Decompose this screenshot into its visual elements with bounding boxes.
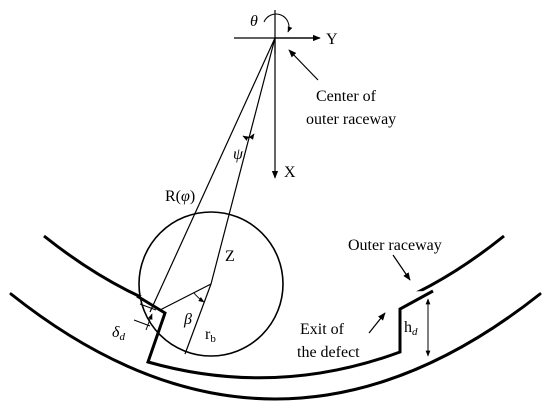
theta-label: θ: [250, 13, 258, 30]
center-label-line2: outer raceway: [306, 111, 396, 128]
psi-label: ψ: [233, 146, 244, 163]
z-label: Z: [225, 248, 235, 265]
exit-defect-line1: Exit of: [300, 321, 345, 338]
outer-raceway-pointer: [392, 254, 411, 281]
x-axis-label: X: [284, 164, 296, 181]
ball-radius-line: [184, 283, 212, 355]
outer-raceway-outer-arc: [9, 292, 542, 401]
theta-arc: [263, 13, 293, 33]
beta-arc: [193, 292, 205, 303]
beta-label: β: [183, 311, 192, 328]
y-axis-label: Y: [326, 31, 338, 48]
r-b-label: rb: [205, 326, 216, 345]
radius-r-phi-line: [149, 37, 276, 313]
delta-d-tick-1: [133, 319, 151, 327]
outer-raceway-label: Outer raceway: [348, 237, 442, 254]
ball-center-line: [210, 37, 276, 285]
center-label-line1: Center of: [316, 88, 377, 105]
psi-arc: [242, 133, 255, 141]
r-phi-label: R(φ): [165, 188, 195, 205]
h-d-label: hd: [404, 319, 418, 338]
delta-d-tick-2: [139, 303, 157, 311]
exit-defect-line2: the defect: [297, 344, 360, 361]
exit-defect-pointer: [368, 312, 386, 334]
contact-line: [159, 283, 212, 311]
delta-d-label: δd: [112, 324, 125, 343]
center-pointer-arrow: [288, 49, 319, 81]
rolling-ball: [138, 211, 284, 357]
delta-d-arrow: [145, 313, 153, 331]
defect-notch: [136, 289, 434, 380]
